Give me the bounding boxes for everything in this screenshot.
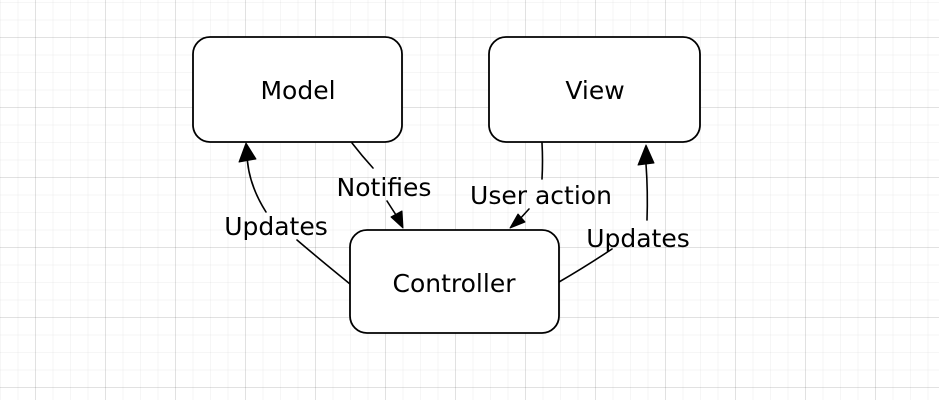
edge-controller-to-view[interactable]: Updates bbox=[558, 144, 690, 283]
model-node-label: Model bbox=[260, 76, 335, 105]
node-model[interactable]: Model bbox=[192, 36, 403, 143]
edge-view-to-controller[interactable]: User action bbox=[470, 142, 612, 229]
node-view[interactable]: View bbox=[488, 36, 701, 143]
arrowhead-down-left-icon bbox=[509, 213, 526, 229]
edge-label-updates-left[interactable]: Updates bbox=[224, 212, 328, 241]
edge-line-segment bbox=[541, 142, 544, 180]
edge-label-updates-right[interactable]: Updates bbox=[586, 224, 690, 253]
edge-line-segment bbox=[645, 163, 649, 221]
controller-node-label: Controller bbox=[393, 269, 517, 298]
edge-controller-to-model[interactable]: Updates bbox=[224, 142, 351, 285]
view-node-box bbox=[488, 36, 701, 143]
controller-node-box bbox=[349, 229, 560, 334]
arrowhead-up-icon bbox=[637, 144, 655, 166]
view-node-label: View bbox=[565, 76, 624, 105]
edge-line-segment bbox=[246, 151, 267, 213]
model-node-box bbox=[192, 36, 403, 143]
edge-line-segment bbox=[296, 239, 351, 285]
edge-line-segment bbox=[351, 142, 374, 169]
node-controller[interactable]: Controller bbox=[349, 229, 560, 334]
edge-label-notifies[interactable]: Notifies bbox=[337, 173, 432, 202]
arrowhead-up-icon bbox=[238, 142, 257, 163]
edge-label-user-action[interactable]: User action bbox=[470, 181, 612, 210]
arrowhead-down-icon bbox=[390, 210, 404, 229]
edge-model-to-controller[interactable]: Notifies bbox=[337, 142, 432, 229]
edge-line-segment bbox=[558, 248, 613, 283]
